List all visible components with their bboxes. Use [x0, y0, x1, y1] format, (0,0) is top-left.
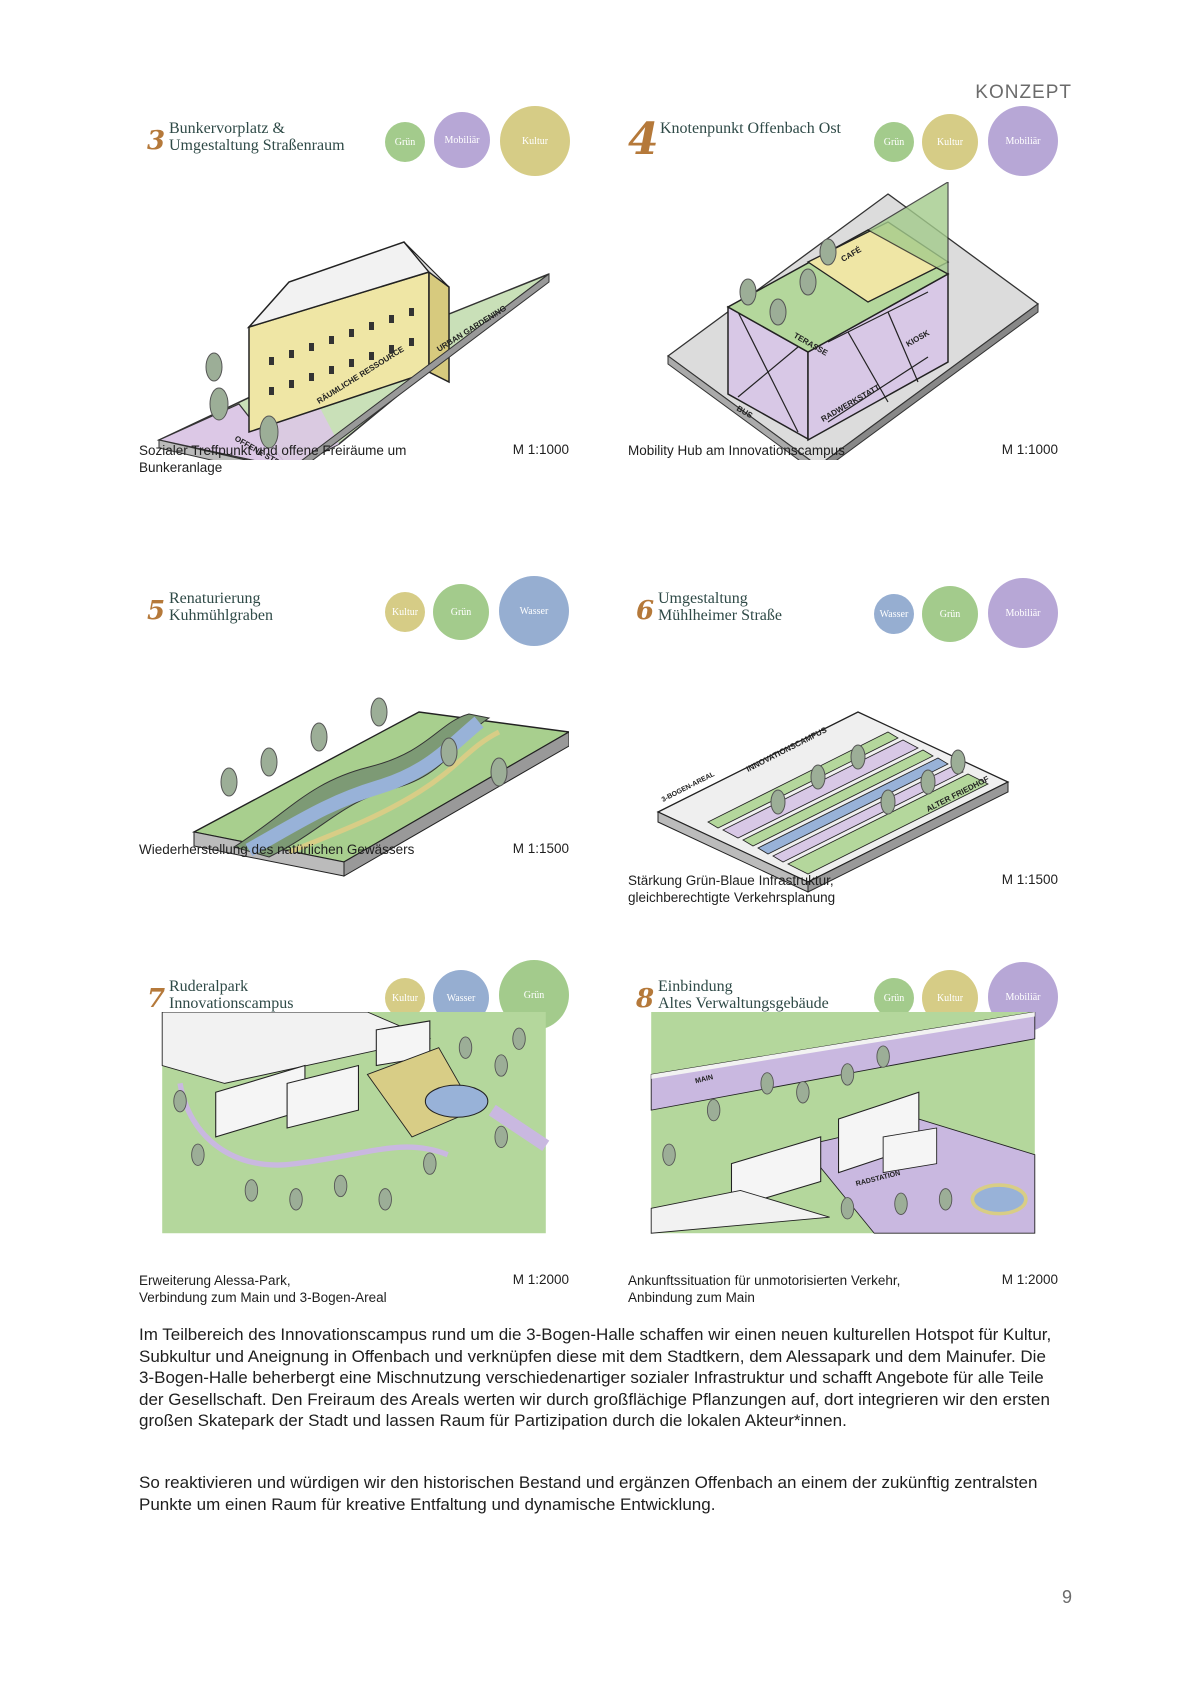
panel-8-caption: Ankunftssituation für unmotorisierten Ve…: [628, 1273, 901, 1305]
theme-circle-gruen: Grün: [874, 978, 914, 1018]
panel-number: 8: [636, 984, 655, 1014]
theme-circle-gruen: Grün: [433, 584, 489, 640]
panel-4: 4 Knotenpunkt Offenbach Ost Grün Kultur …: [628, 106, 1058, 466]
theme-circle-wasser: Wasser: [874, 594, 914, 634]
panel-6: 6 Umgestaltung Mühlheimer Straße Wasser …: [628, 576, 1058, 936]
panel-title: Ruderalpark Innovationscampus: [169, 978, 294, 1012]
panel-7-scale: M 1:2000: [512, 1272, 569, 1287]
panel-3-caption: Sozialer Treffpunkt und offene Freiräume…: [139, 443, 407, 475]
panel-title: Renaturierung Kuhmühlgraben: [169, 590, 273, 624]
panel-3: 3 Bunkervorplatz & Umgestaltung Straßenr…: [139, 106, 570, 466]
section-label: KONZEPT: [975, 82, 1072, 103]
panel-5-scale: M 1:1500: [512, 841, 569, 856]
panel-title: Einbindung Altes Verwaltungsgebäude: [658, 978, 829, 1012]
panel-8-scale: M 1:2000: [1001, 1272, 1058, 1287]
panel-3-scale: M 1:1000: [512, 442, 569, 457]
theme-circle-mobiliar: Mobiliär: [988, 578, 1058, 648]
panel-number: 6: [636, 596, 655, 626]
admin-building-illustration: MAIN RADSTATION: [650, 1012, 1036, 1234]
theme-circle-gruen: Grün: [874, 122, 914, 162]
panel-7-caption: Erweiterung Alessa-Park, Verbindung zum …: [139, 1273, 387, 1305]
panel-number: 7: [147, 984, 166, 1014]
panel-6-caption: Stärkung Grün-Blaue Infrastruktur, gleic…: [628, 873, 836, 905]
panel-7: 7 Ruderalpark Innovationscampus Kultur W…: [139, 960, 569, 1324]
panel-title: Umgestaltung Mühlheimer Straße: [658, 590, 782, 624]
panel-title: Bunkervorplatz & Umgestaltung Straßenrau…: [169, 120, 345, 154]
page-number: 9: [1061, 1587, 1072, 1607]
panel-6-scale: M 1:1500: [1001, 872, 1058, 887]
panel-title: Knotenpunkt Offenbach Ost: [660, 120, 841, 137]
panel-number: 5: [147, 596, 166, 626]
theme-circle-kultur: Kultur: [500, 106, 570, 176]
panel-5-caption: Wiederherstellung des natürlichen Gewäss…: [139, 842, 415, 857]
theme-circle-kultur: Kultur: [385, 978, 425, 1018]
theme-circle-mobiliar: Mobiliär: [988, 106, 1058, 176]
body-paragraph-2: So reaktivieren und würdigen wir den his…: [139, 1473, 1038, 1514]
panel-5: 5 Renaturierung Kuhmühlgraben Kultur Grü…: [139, 576, 569, 936]
theme-circle-gruen: Grün: [385, 122, 425, 162]
body-paragraph-1: Im Teilbereich des Innovationscampus run…: [139, 1325, 1052, 1430]
bunker-axonometric-illustration: URBAN GARDENING RÄUMLICHE RESSOURCE OFFE…: [156, 241, 550, 460]
panel-4-scale: M 1:1000: [1001, 442, 1058, 457]
river-renaturation-illustration: [191, 697, 569, 877]
ruderal-park-illustration: [161, 1012, 550, 1234]
panel-number: 3: [147, 126, 166, 156]
panel-8: 8 Einbindung Altes Verwaltungsgebäude Gr…: [628, 962, 1058, 1324]
panel-number: 4: [628, 114, 659, 165]
panel-4-caption: Mobility Hub am Innovationscampus: [628, 443, 845, 458]
street-redesign-illustration: INNOVATIONSCAMPUS 3-BOGEN-AREAL ALTER FR…: [656, 711, 1010, 893]
theme-circle-kultur: Kultur: [385, 592, 425, 632]
theme-circle-kultur: Kultur: [922, 114, 978, 170]
theme-circle-wasser: Wasser: [499, 576, 569, 646]
mobility-hub-illustration: CAFÉ TERASSE KIOSK BUS RADWERKSTATT: [666, 182, 1040, 460]
theme-circle-mobiliar: Mobiliär: [434, 112, 490, 168]
theme-circle-gruen: Grün: [922, 586, 978, 642]
